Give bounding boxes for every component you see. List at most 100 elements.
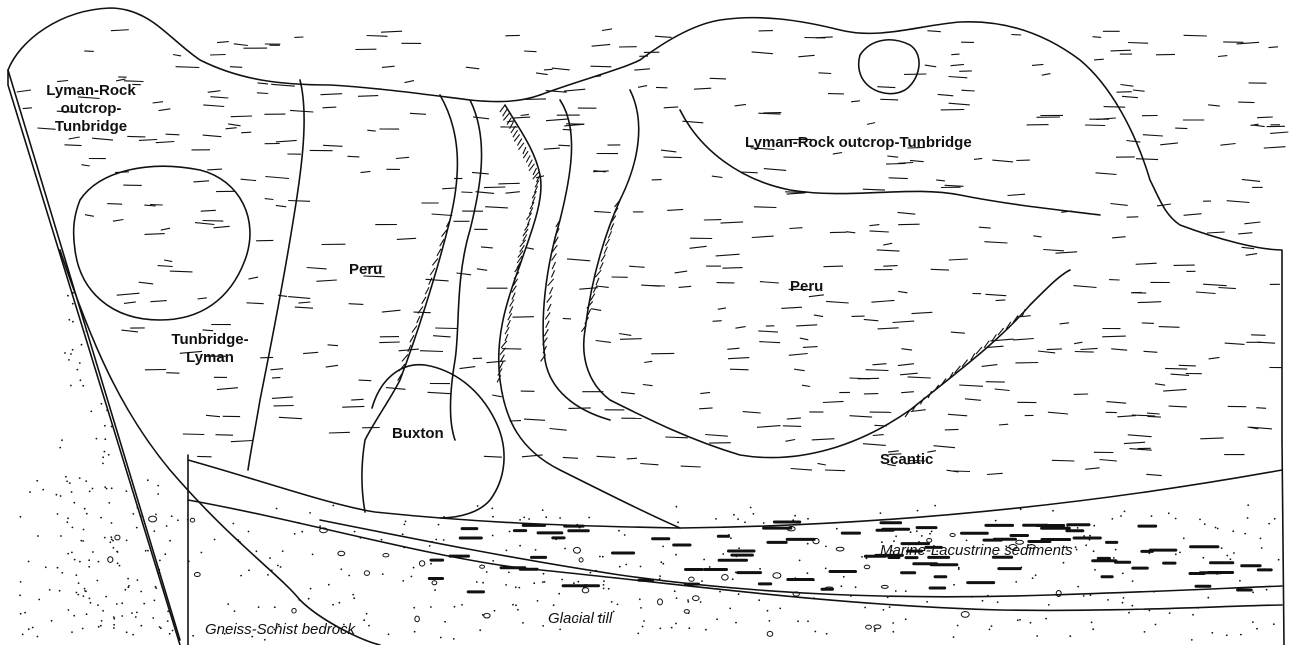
stipple-dot [73,502,75,504]
stipple-dot [101,403,103,405]
stipple-dot [22,634,24,636]
surface-dash [927,31,940,32]
surface-dash [938,94,954,95]
surface-dash [113,220,124,222]
stipple-dot [382,573,384,575]
till-pebble [773,573,781,578]
surface-dash [1200,438,1223,439]
stipple-dot [491,508,493,510]
stipple-dot [559,517,561,519]
surface-dash [643,385,653,386]
stipple-dot [1175,518,1177,520]
surface-dash [1143,135,1163,136]
stipple-dot [479,629,481,631]
label-lyman-rock-left: Lyman-Rock outcrop- Tunbridge [36,82,146,136]
stipple-dot [301,531,303,533]
stipple-dot [381,539,383,541]
stipple-dot [159,626,161,628]
stipple-dot [280,566,282,568]
surface-dash [526,248,534,250]
slope-tick [514,134,520,141]
stipple-dot [248,569,250,571]
surface-dash [1128,435,1152,437]
stipple-dot [429,545,431,547]
stipple-dot [1191,639,1193,641]
surface-dash [1085,125,1105,126]
stipple-dot [102,463,104,465]
surface-dash [1218,56,1227,57]
stipple-dot [102,610,104,612]
surface-dash [552,68,570,70]
surface-dash [812,439,835,440]
surface-dash [1107,402,1127,404]
stipple-dot [86,513,88,515]
surface-dash [550,429,567,431]
stipple-dot [732,578,734,580]
surface-dash [1157,204,1171,206]
stipple-dot [1092,628,1094,630]
stipple-dot [1207,597,1209,599]
slope-tick [523,147,526,154]
slope-tick [533,168,536,175]
stipple-dot [37,535,39,537]
stipple-dot [65,476,67,478]
surface-dash [898,224,919,225]
stipple-dot [70,385,72,387]
surface-dash [117,293,140,295]
stipple-dot [140,625,142,627]
surface-dash [271,369,284,370]
stipple-dot [332,505,334,507]
stipple-dot [1169,612,1171,614]
stipple-dot [889,606,891,608]
stipple-dot [152,617,154,619]
stipple-dot [1221,547,1223,549]
surface-dash [1196,292,1216,294]
stipple-dot [430,563,432,565]
surface-dash [513,117,530,118]
surface-dash [1184,35,1207,36]
surface-dash [288,201,310,202]
stipple-dot [643,620,645,622]
surface-dash [1104,107,1126,108]
surface-dash [713,321,722,322]
stipple-dot [637,633,639,635]
surface-dash [17,90,31,92]
surface-dash [1179,365,1196,366]
surface-dash [877,250,900,251]
stipple-dot [97,604,99,606]
stipple-dot [794,515,796,517]
surface-dash [634,69,650,70]
stipple-dot [603,588,605,590]
stipple-dot [108,454,110,456]
till-pebble [579,558,583,562]
stipple-dot [807,543,809,545]
till-pebble [484,613,490,618]
stipple-dot [234,610,236,612]
label-gneiss-schist: Gneiss-Schist bedrock [205,621,355,639]
stipple-dot [294,533,296,535]
stipple-dot [855,586,857,588]
stipple-dot [1045,618,1047,620]
stipple-dot [1122,602,1124,604]
surface-dash [397,238,416,239]
stipple-dot [506,550,508,552]
stipple-dot [127,578,129,580]
stipple-dot [1274,518,1276,520]
surface-dash [524,419,545,420]
stipple-dot [435,539,437,541]
stipple-dot [24,612,26,614]
stipple-dot [402,580,404,582]
stipple-dot [1155,624,1157,626]
stipple-dot [36,480,38,482]
surface-dash [506,192,520,194]
stipple-dot [72,527,74,529]
surface-dash [521,114,529,115]
surface-dash [303,352,318,353]
slope-tick [432,258,438,265]
stipple-dot [113,547,115,549]
surface-dash [979,227,991,228]
stipple-dot [177,519,179,521]
stipple-dot [136,612,138,614]
stipple-dot [559,629,561,631]
slope-tick [512,293,515,300]
